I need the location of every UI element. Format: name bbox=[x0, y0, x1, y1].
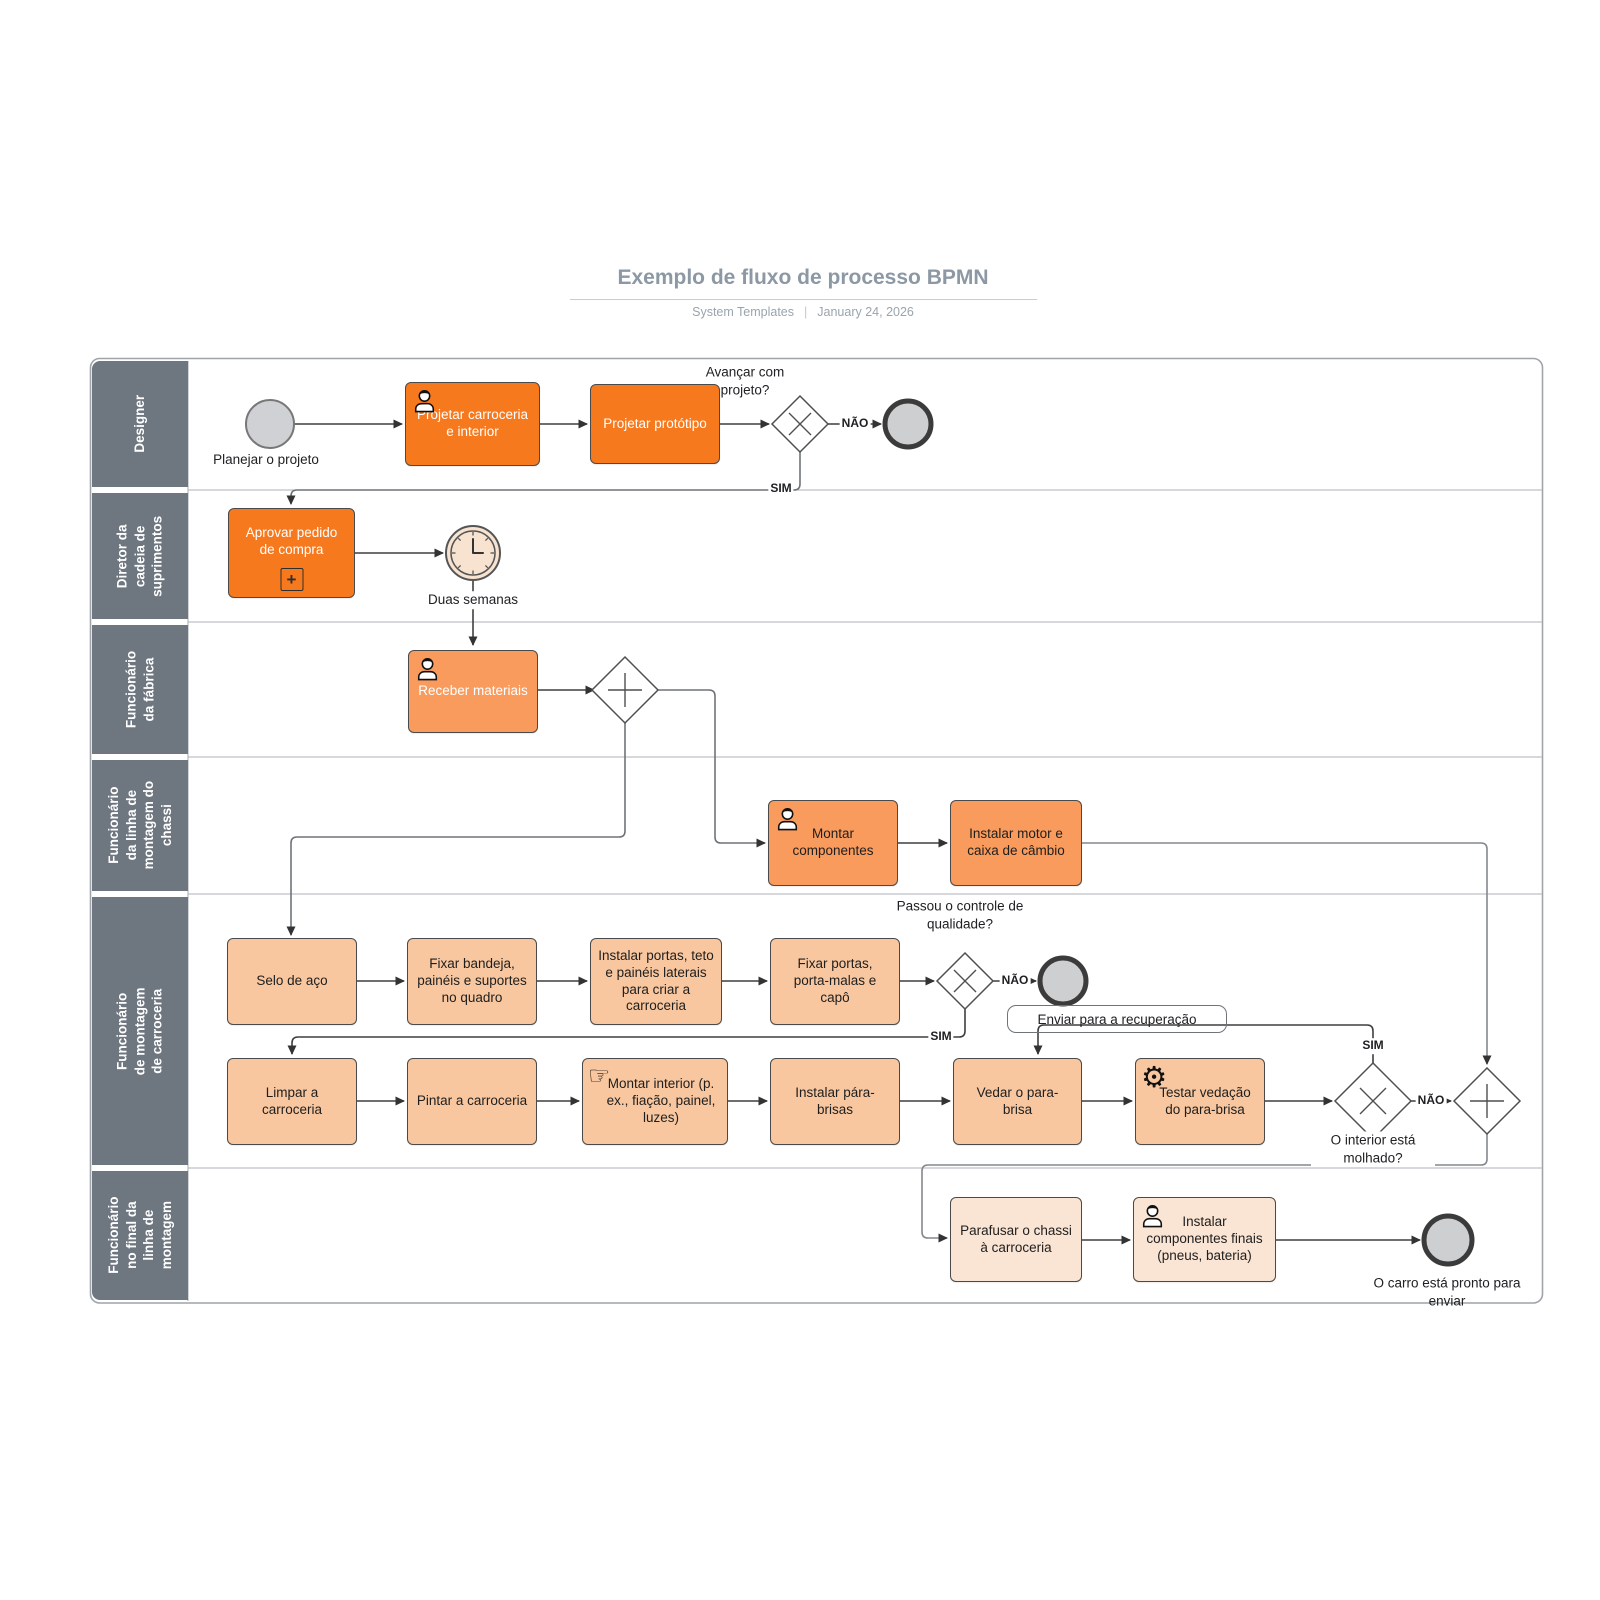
title-underline bbox=[570, 299, 1037, 300]
lane-funcionario-chassi: Funcionário da linha de montagem do chas… bbox=[92, 760, 188, 891]
lane-label-text: Funcionário de montagem de carroceria bbox=[114, 987, 165, 1075]
lane-label-text: Designer bbox=[132, 395, 148, 453]
task-label: Projetar carroceria e interior bbox=[416, 407, 529, 439]
lane-label-text: Funcionário da linha de montagem do chas… bbox=[105, 781, 174, 870]
task-instalar-parabrisas[interactable]: Instalar pára-brisas bbox=[770, 1058, 900, 1145]
task-label: Receber materiais bbox=[418, 683, 528, 699]
gateway-avancar[interactable] bbox=[770, 394, 830, 454]
task-label: Montar componentes bbox=[792, 826, 874, 858]
gateway-qualidade[interactable] bbox=[935, 951, 995, 1011]
x-gateway-icon bbox=[953, 969, 977, 993]
flow-gwq-sim-to-limpar bbox=[287, 1009, 966, 1055]
task-label: Fixar bandeja, painéis e suportes no qua… bbox=[417, 956, 527, 1005]
task-parafusar-chassi[interactable]: Parafusar o chassi à carroceria bbox=[950, 1197, 1082, 1282]
subtitle-divider: | bbox=[804, 305, 808, 319]
lane-diretor-suprimentos: Diretor da cadeia de suprimentos bbox=[92, 493, 188, 619]
lane-funcionario-final: Funcionário no final da linha de montage… bbox=[92, 1171, 188, 1300]
task-selo-de-aco[interactable]: Selo de aço bbox=[227, 938, 357, 1025]
label-sim-molhado: SIM bbox=[1360, 1038, 1386, 1054]
timer-event[interactable] bbox=[445, 525, 501, 581]
label-nao-qualidade: NÃO bbox=[999, 973, 1031, 989]
timer-clock-icon bbox=[452, 532, 494, 574]
task-label: Selo de aço bbox=[256, 973, 328, 989]
page-title: Exemplo de fluxo de processo BPMN bbox=[617, 266, 989, 289]
task-label: Instalar componentes finais (pneus, bate… bbox=[1146, 1214, 1263, 1263]
lane-funcionario-fabrica: Funcionário da fábrica bbox=[92, 625, 188, 754]
flow-gw-sim-to-aprovar bbox=[286, 452, 801, 505]
end-event-car-label: O carro está pronto para enviar bbox=[1373, 1275, 1521, 1308]
x-gateway-icon bbox=[788, 412, 812, 436]
task-label: Limpar a carroceria bbox=[261, 1084, 323, 1117]
lane-label-text: Funcionário da fábrica bbox=[123, 650, 156, 729]
person-icon bbox=[1139, 1202, 1166, 1232]
flow-label-enviar-recuperacao: Enviar para a recuperação bbox=[1007, 1005, 1227, 1033]
gateway-molhado[interactable] bbox=[1333, 1061, 1413, 1141]
plus-gateway-icon bbox=[1470, 1084, 1504, 1118]
task-testar-vedacao[interactable]: ⚙ Testar vedação do para-brisa bbox=[1135, 1058, 1265, 1145]
task-label: Parafusar o chassi à carroceria bbox=[960, 1222, 1072, 1255]
task-label: Testar vedação do para-brisa bbox=[1159, 1084, 1251, 1117]
task-instalar-motor[interactable]: Instalar motor e caixa de câmbio bbox=[950, 800, 1082, 886]
end-event-no-project[interactable] bbox=[882, 398, 934, 450]
lane-label-text: Funcionário no final da linha de montage… bbox=[105, 1196, 174, 1275]
task-projetar-carroceria[interactable]: Projetar carroceria e interior bbox=[405, 382, 540, 466]
manual-hand-icon: ☞ bbox=[588, 1061, 611, 1090]
gateway-parallel-join[interactable] bbox=[1452, 1066, 1522, 1136]
flow-join-to-parafusar bbox=[921, 1134, 1488, 1243]
end-event-quality-fail[interactable] bbox=[1037, 955, 1089, 1007]
task-label: Fixar portas, porta-malas e capô bbox=[793, 956, 877, 1005]
end-event-car-ready[interactable] bbox=[1421, 1213, 1475, 1267]
flow-parallel-to-montar bbox=[658, 689, 766, 848]
task-fixar-bandeja[interactable]: Fixar bandeja, painéis e suportes no qua… bbox=[407, 938, 537, 1025]
subprocess-plus-icon: + bbox=[280, 568, 303, 591]
flow-gwm-sim-to-vedar bbox=[1033, 1024, 1374, 1063]
plus-gateway-icon bbox=[608, 673, 642, 707]
label-sim-avancar: SIM bbox=[768, 481, 794, 497]
task-label: Instalar pára-brisas bbox=[795, 1084, 875, 1117]
gateway-molhado-question: O interior está molhado? bbox=[1311, 1131, 1435, 1167]
task-receber-materiais[interactable]: Receber materiais bbox=[408, 650, 538, 733]
gateway-parallel-split[interactable] bbox=[590, 655, 660, 725]
task-pintar-carroceria[interactable]: Pintar a carroceria bbox=[407, 1058, 537, 1145]
timer-label: Duas semanas bbox=[424, 591, 522, 609]
gear-icon: ⚙ bbox=[1141, 1060, 1167, 1094]
page-subtitle: System Templates | January 24, 2026 bbox=[692, 305, 914, 319]
task-label: Projetar protótipo bbox=[603, 415, 707, 431]
person-icon bbox=[774, 805, 801, 835]
task-instalar-portas[interactable]: Instalar portas, teto e painéis laterais… bbox=[590, 938, 722, 1025]
label-sim-qualidade: SIM bbox=[928, 1029, 954, 1045]
flow-parallel-to-selo bbox=[286, 723, 626, 936]
task-label: Pintar a carroceria bbox=[416, 1093, 528, 1109]
subtitle-author: System Templates bbox=[692, 305, 795, 319]
task-aprovar-pedido[interactable]: Aprovar pedido de compra + bbox=[228, 508, 355, 598]
lane-label-text: Diretor da cadeia de suprimentos bbox=[114, 515, 165, 597]
gateway-qualidade-question: Passou o controle de qualidade? bbox=[896, 898, 1024, 931]
label-nao-molhado: NÃO bbox=[1415, 1093, 1447, 1109]
task-label: Instalar portas, teto e painéis laterais… bbox=[598, 947, 714, 1014]
person-icon bbox=[414, 655, 441, 685]
task-label: Aprovar pedido de compra bbox=[245, 525, 338, 557]
person-icon bbox=[411, 387, 438, 417]
gateway-avancar-question: Avançar com projeto? bbox=[705, 364, 785, 397]
task-label: Vedar o para-brisa bbox=[976, 1084, 1059, 1117]
lane-funcionario-carroceria: Funcionário de montagem de carroceria bbox=[92, 897, 188, 1165]
lane-designer: Designer bbox=[92, 361, 188, 487]
task-instalar-finais[interactable]: Instalar componentes finais (pneus, bate… bbox=[1133, 1197, 1276, 1282]
label-nao-avancar: NÃO bbox=[839, 416, 871, 432]
task-label: Instalar motor e caixa de câmbio bbox=[967, 826, 1065, 858]
task-montar-componentes[interactable]: Montar componentes bbox=[768, 800, 898, 886]
task-projetar-prototipo[interactable]: Projetar protótipo bbox=[590, 384, 720, 464]
x-gateway-icon bbox=[1359, 1087, 1387, 1115]
start-event[interactable] bbox=[245, 399, 295, 449]
task-montar-interior[interactable]: ☞ Montar interior (p. ex., fiação, paine… bbox=[582, 1058, 728, 1145]
task-label: Montar interior (p. ex., fiação, painel,… bbox=[606, 1076, 716, 1125]
subtitle-date: January 24, 2026 bbox=[817, 305, 914, 319]
start-event-label: Planejar o projeto bbox=[213, 452, 319, 468]
task-limpar-carroceria[interactable]: Limpar a carroceria bbox=[227, 1058, 357, 1145]
flow-motor-to-join bbox=[1082, 842, 1492, 1065]
task-fixar-portas[interactable]: Fixar portas, porta-malas e capô bbox=[770, 938, 900, 1025]
task-vedar-parabrisa[interactable]: Vedar o para-brisa bbox=[953, 1058, 1082, 1145]
